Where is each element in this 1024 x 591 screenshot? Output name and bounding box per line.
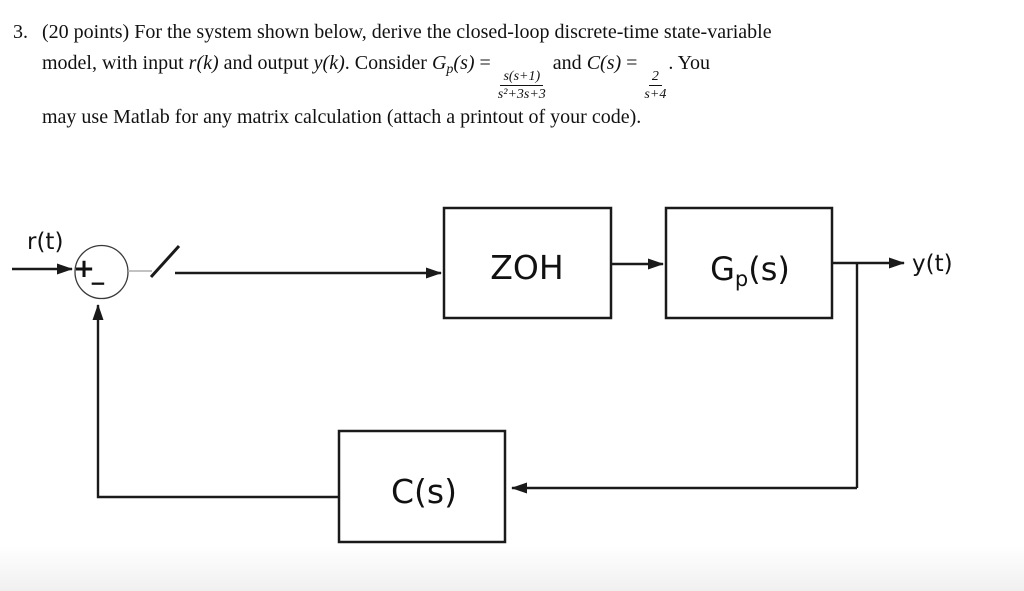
page-bottom-shade (0, 546, 1024, 591)
c-output-to-sum-line (92, 304, 339, 499)
gp-block (664, 206, 834, 320)
line2-text-2: and output (218, 52, 314, 74)
fraction-gp-numerator: s(s+1) (500, 69, 544, 86)
math-gp-base: G (431, 52, 447, 74)
fraction-c-numerator: 2 (648, 69, 662, 86)
problem-statement: 3. (20 points) For the system shown belo… (13, 17, 1013, 133)
problem-line-1: (20 points) For the system shown below, … (42, 21, 772, 43)
summing-junction (74, 244, 129, 300)
fraction-gp: s(s+1)s²+3s+3 (498, 69, 546, 102)
zoh-label: ZOH (490, 248, 563, 287)
line2-equals-2: = (621, 52, 643, 74)
c-label: C(s) (391, 472, 457, 511)
line2-text-5: . You (668, 52, 711, 74)
math-r-k: r(k) (188, 52, 219, 74)
math-gp-sub: p (446, 62, 454, 77)
input-signal-label: r(t) (27, 229, 63, 255)
line2-text-3: . Consider (344, 52, 432, 74)
fraction-gp-denominator: s²+3s+3 (497, 87, 546, 102)
c-block (337, 429, 507, 544)
gp-label: Gp(s) (710, 250, 790, 291)
math-c-s: C(s) (586, 52, 622, 74)
problem-number: 3. (13, 21, 28, 43)
minus-sign-label: − (90, 271, 107, 295)
gp-label-sub: p (735, 267, 748, 291)
line2-equals-1: = (474, 52, 496, 74)
line2-text-1: model, with input (42, 52, 189, 74)
plus-sign-label: + (73, 254, 95, 284)
math-y-k: y(k) (313, 52, 345, 74)
problem-line-2: model, with input r(k) and output y(k). … (42, 52, 711, 102)
math-gp-args: (s) (453, 52, 475, 74)
problem-line-3: may use Matlab for any matrix calculatio… (42, 106, 642, 128)
sampler-switch-icon (149, 244, 181, 279)
gp-label-args: (s) (748, 250, 790, 288)
line2-text-4: and (547, 52, 587, 74)
gp-label-base: G (710, 250, 735, 288)
zoh-block (442, 206, 613, 320)
output-signal-label: y(t) (912, 251, 953, 277)
fraction-c-denominator: s+4 (644, 87, 667, 102)
